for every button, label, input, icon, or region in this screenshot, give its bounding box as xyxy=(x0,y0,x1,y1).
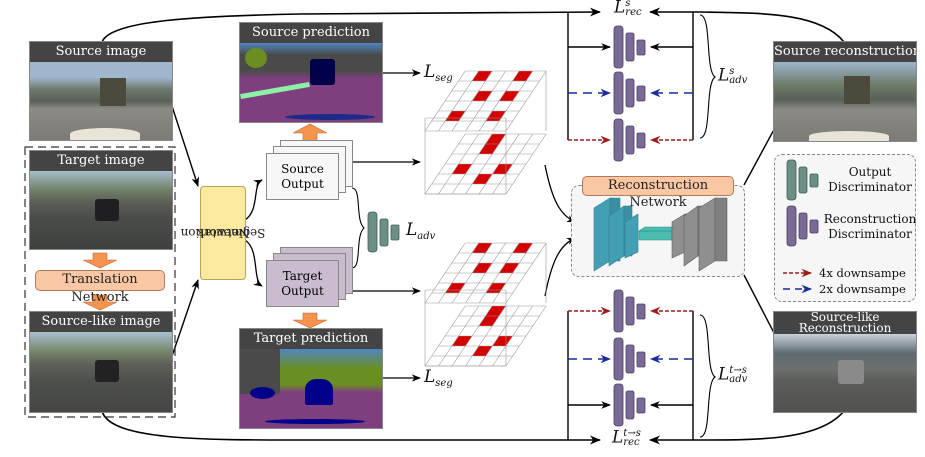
recon-discriminator-icon-source-2 xyxy=(613,71,646,115)
adv-loss: Ladv xyxy=(406,220,436,243)
translation-network: Translation Network xyxy=(35,270,165,305)
orange-arrow-down-target xyxy=(292,312,328,329)
adv-brace xyxy=(351,187,365,269)
source-prediction-segmap xyxy=(240,43,382,122)
output-discriminator-icon xyxy=(367,211,400,253)
car-shape xyxy=(95,199,119,221)
recon-discriminator-icon-source-3 xyxy=(613,118,646,162)
target-prediction-caption: Target prediction xyxy=(240,329,382,349)
legend-recon-discriminator-icon xyxy=(786,205,819,247)
target-prediction-segmap xyxy=(240,349,382,428)
sourcelike-to-rec-loss-curve xyxy=(101,410,602,445)
source-like-image-caption: Source-like image xyxy=(30,312,172,332)
target-prediction-panel: Target prediction xyxy=(239,328,383,429)
grid-plane-bottom xyxy=(451,134,513,184)
target-group-dashed xyxy=(24,146,176,418)
source-like-reconstruction-photo xyxy=(774,334,916,412)
source-reconstruction-photo xyxy=(774,62,916,141)
target-image-caption: Target image xyxy=(30,151,172,171)
adv-source-brace xyxy=(699,14,716,139)
legend-4x-label: 4x downsampe xyxy=(819,266,906,280)
bottleneck-block xyxy=(638,226,678,241)
recon-to-rec-loss-curve xyxy=(648,7,845,43)
source-image-panel: Source image xyxy=(29,41,173,141)
target-image-photo xyxy=(30,171,172,249)
recon-discriminator-icon-target-2 xyxy=(613,337,646,381)
recon-discriminator-icon-target-1 xyxy=(613,289,646,333)
grid-plane-bottom xyxy=(451,306,513,356)
encoder-blocks xyxy=(593,197,639,272)
legend-output-discriminator-icon xyxy=(786,159,819,201)
source-like-image-panel: Source-like image xyxy=(29,311,173,413)
feature-grid-target xyxy=(424,242,547,367)
encoder-decoder-icon xyxy=(593,197,728,272)
adv-target-brace xyxy=(699,314,716,438)
source-image-photo xyxy=(30,62,172,140)
recon-discriminator-icon-target-3 xyxy=(613,383,646,427)
seg-loss-top: Lseg xyxy=(424,62,453,85)
source-to-rec-loss-curve xyxy=(101,7,602,43)
target-image-panel: Target image xyxy=(29,150,173,250)
truck-shape xyxy=(100,78,126,106)
orange-arrow-down-2 xyxy=(82,294,118,311)
car-shape xyxy=(95,360,119,382)
reconstruction-network-box xyxy=(571,185,745,277)
source-prediction-caption: Source prediction xyxy=(240,23,382,43)
recon-discriminator-icon-source-1 xyxy=(613,25,646,69)
seg-loss-bottom: Lseg xyxy=(424,367,453,390)
car-hood xyxy=(70,128,140,140)
reconstruction-network-label: Reconstruction Network xyxy=(582,176,734,210)
sourcelike-recon-to-rec-loss-curve xyxy=(648,410,845,445)
decoder-blocks xyxy=(671,197,728,272)
source-like-image-photo xyxy=(30,332,172,412)
source-prediction-panel: Source prediction xyxy=(239,22,383,123)
orange-arrow-down-1 xyxy=(82,252,118,269)
feature-grid-source xyxy=(424,70,547,195)
source-reconstruction-caption: Source reconstruction xyxy=(774,42,916,62)
legend-2x-label: 2x downsampe xyxy=(819,282,906,296)
source-image-caption: Source image xyxy=(30,42,172,62)
source-reconstruction-panel: Source reconstruction xyxy=(773,41,917,142)
